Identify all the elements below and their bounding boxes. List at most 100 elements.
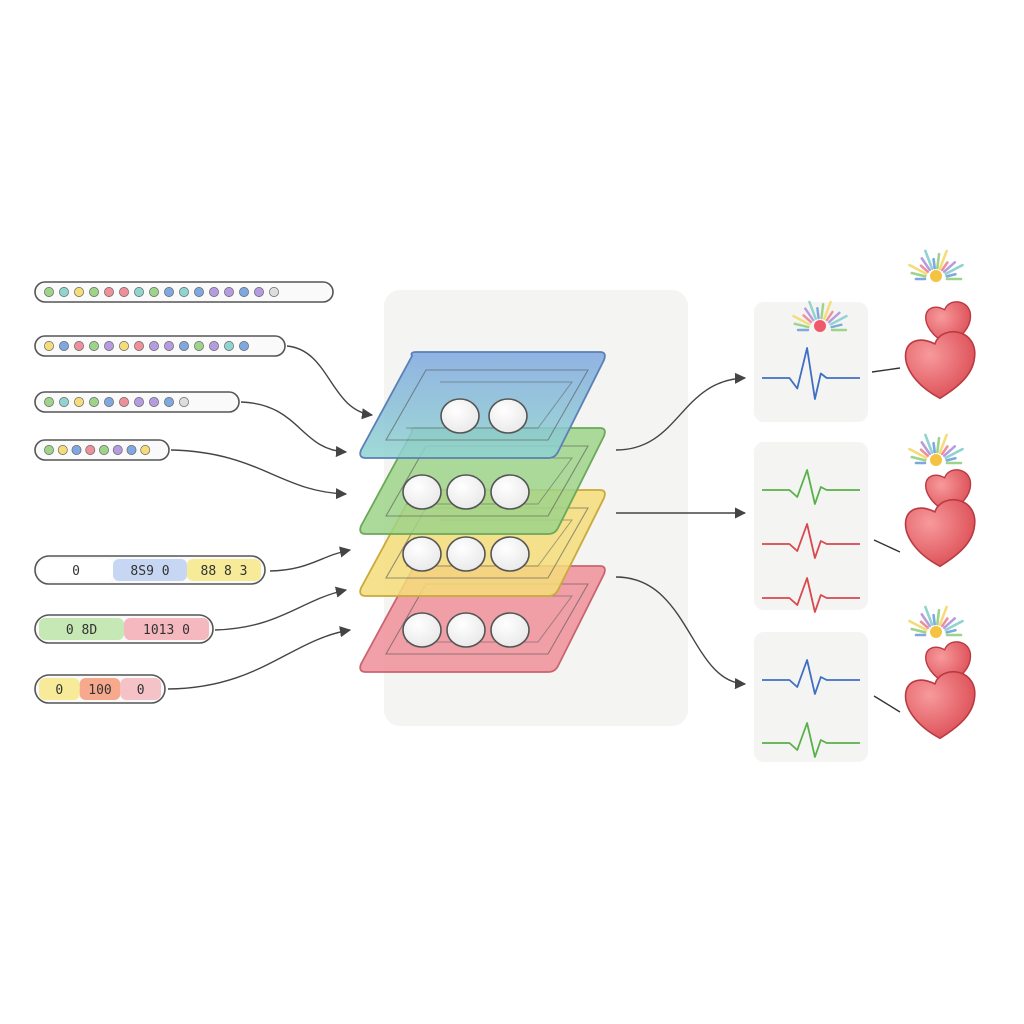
burst-ray [827, 311, 841, 324]
burst-ray [924, 605, 934, 627]
sequence-segment [79, 678, 121, 700]
signal-panel-bg [754, 632, 868, 762]
burst-ray [908, 263, 928, 276]
layer-stack [359, 351, 606, 673]
token-dot [89, 341, 99, 351]
token-dot [140, 445, 151, 455]
sequence-digits: 0 [55, 683, 63, 698]
token-dot [104, 341, 114, 351]
neuron-node [490, 612, 530, 648]
input-arrow [170, 449, 348, 500]
heart-link [873, 539, 901, 553]
sequence-segment [39, 559, 113, 581]
token-dot [99, 445, 109, 455]
token-dot [269, 287, 279, 297]
signal-panel-bg [754, 302, 868, 422]
burst-ray [924, 249, 934, 271]
burst-ray [938, 249, 948, 271]
token-dot [179, 397, 189, 407]
input-sequence [34, 391, 240, 413]
token-dot [134, 397, 144, 407]
layer-circuit [385, 369, 589, 441]
input-sequence [34, 439, 170, 461]
input-arrow [167, 626, 352, 690]
input-arrow [269, 546, 352, 572]
token-dot [209, 341, 219, 351]
signal-panel [754, 632, 868, 762]
token-dot [74, 341, 84, 351]
token-dot [194, 341, 204, 351]
heart-output [871, 249, 976, 400]
heart-output [873, 433, 976, 568]
burst-ray [940, 261, 949, 272]
burst-ray [924, 433, 934, 455]
token-dot [119, 341, 129, 351]
input-sequence [34, 281, 334, 303]
sequence-segment [120, 678, 161, 700]
burst-ray [920, 257, 932, 272]
burst-ray [936, 608, 941, 626]
token-dot [239, 341, 249, 351]
burst-ray [919, 264, 930, 274]
token-dot [134, 341, 144, 351]
layer-blue [359, 351, 606, 459]
burst-ray [792, 314, 811, 326]
sequence-digits: 8S9 0 [130, 564, 169, 579]
signal-panel-bg [754, 442, 868, 610]
burst-ray [829, 314, 848, 326]
burst-ray [816, 306, 820, 320]
burst-ray [936, 436, 941, 454]
neuron-node [446, 536, 486, 572]
burst-core [930, 626, 942, 638]
token-dot [112, 445, 123, 455]
burst-ray [910, 627, 927, 634]
token-dot [44, 287, 54, 297]
sequence-segment [113, 559, 187, 581]
sequence-segment [124, 618, 209, 640]
burst-ray [945, 456, 957, 462]
sequence-digits: 88 8 3 [201, 564, 248, 579]
neuron-node [490, 536, 530, 572]
burst-ray [938, 605, 948, 627]
heart-link [871, 367, 901, 373]
signal-trace [762, 659, 860, 695]
token-dot [119, 397, 129, 407]
neuron-node [446, 612, 486, 648]
signal-trace [762, 469, 860, 505]
burst-ray [936, 252, 941, 270]
heart-icon [904, 330, 976, 400]
heart-output [873, 605, 976, 740]
burst-core [930, 454, 942, 466]
token-dot [44, 445, 54, 455]
burst-ray [932, 613, 936, 626]
burst-ray [944, 619, 964, 632]
token-dot [164, 287, 174, 297]
input-arrow [214, 586, 348, 631]
signal-panels [754, 300, 868, 762]
sequence-digits: 0 [137, 683, 145, 698]
burst-ray [920, 441, 932, 456]
burst-ray [919, 448, 930, 458]
burst-ray [910, 271, 927, 278]
sequence-segment [39, 678, 80, 700]
token-dot [74, 287, 84, 297]
signal-trace [762, 347, 860, 400]
sequence-digits: 1013 0 [143, 623, 190, 638]
burst-ray [808, 300, 817, 320]
sequence-segment [39, 618, 124, 640]
burst-ray [942, 261, 957, 274]
output-arrow [615, 372, 747, 451]
burst-ray [945, 272, 957, 278]
token-dot [44, 341, 54, 351]
burst-core [814, 320, 826, 332]
neuron-node [446, 474, 486, 510]
heart-outputs [871, 249, 976, 740]
token-dot [134, 287, 144, 297]
signal-trace [762, 523, 860, 559]
token-dot [164, 341, 174, 351]
token-dot [179, 341, 189, 351]
burst-ray [938, 433, 948, 455]
